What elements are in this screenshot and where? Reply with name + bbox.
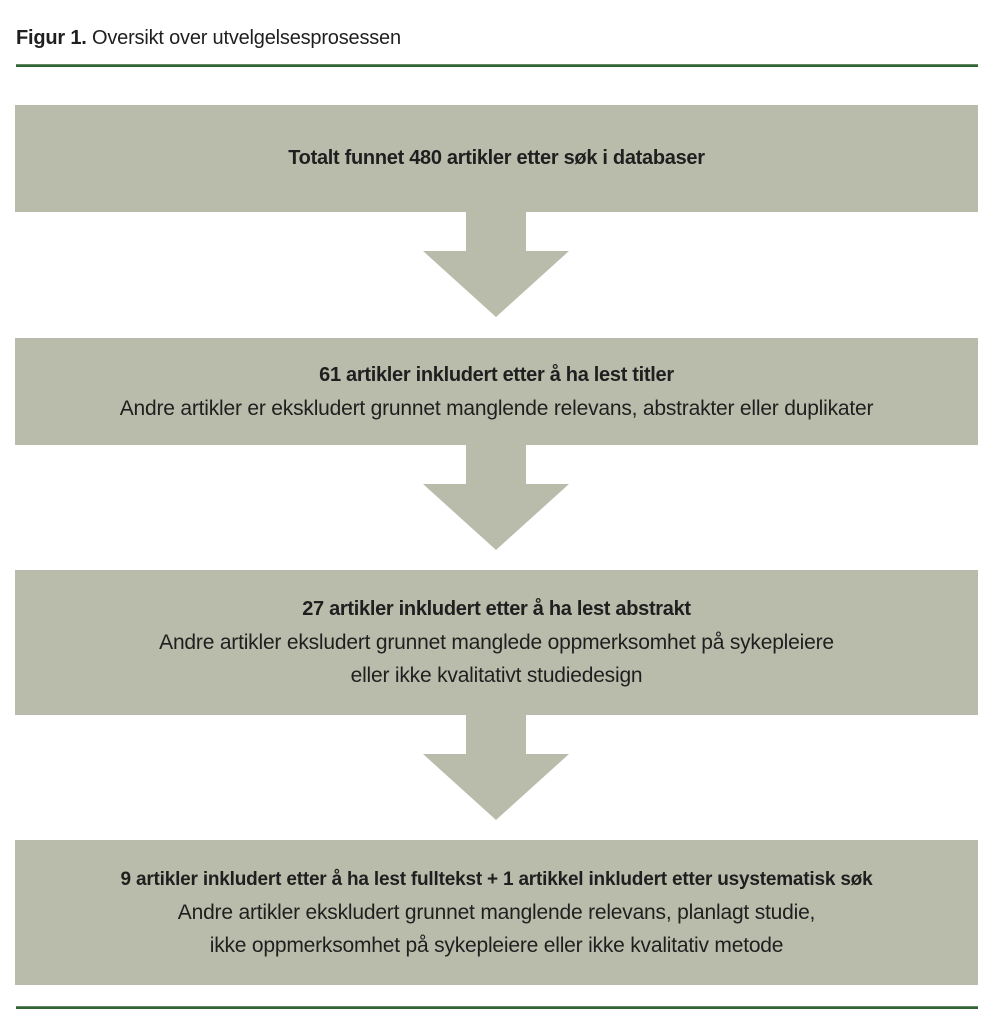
flow-step-detail: eller ikke kvalitativt studiedesign xyxy=(350,664,643,687)
flow-step-fulltext: 9 artikler inkludert etter å ha lest ful… xyxy=(15,840,978,985)
flow-step-detail: ikke oppmerksomhet på sykepleiere eller … xyxy=(209,934,784,957)
down-block-arrow-icon xyxy=(423,714,569,820)
flow-step-heading: 9 artikler inkludert etter å ha lest ful… xyxy=(120,869,873,890)
flow-step-heading: 27 artikler inkludert etter å ha lest ab… xyxy=(302,598,691,620)
flow-step-titles: 61 artikler inkludert etter å ha lest ti… xyxy=(15,338,978,445)
down-block-arrow-icon xyxy=(423,444,569,550)
flow-step-detail: Andre artikler er ekskludert grunnet man… xyxy=(119,396,874,420)
figure-title: Figur 1. Oversikt over utvelgelsesproses… xyxy=(16,27,401,50)
figure-label: Figur 1. xyxy=(16,27,87,49)
flow-step-databases: Totalt funnet 480 artikler etter søk i d… xyxy=(15,105,978,212)
flow-step-heading: Totalt funnet 480 artikler etter søk i d… xyxy=(288,147,705,169)
flow-step-abstracts: 27 artikler inkludert etter å ha lest ab… xyxy=(15,570,978,715)
down-block-arrow-icon xyxy=(423,211,569,317)
bottom-divider xyxy=(16,1006,978,1009)
top-divider xyxy=(16,64,978,67)
flow-step-heading: 61 artikler inkludert etter å ha lest ti… xyxy=(319,363,674,386)
flow-step-detail: Andre artikler ekskludert grunnet mangle… xyxy=(177,901,816,924)
figure-title-text: Oversikt over utvelgelsesprosessen xyxy=(92,27,401,49)
flow-step-detail: Andre artikler eksludert grunnet mangled… xyxy=(159,631,834,654)
